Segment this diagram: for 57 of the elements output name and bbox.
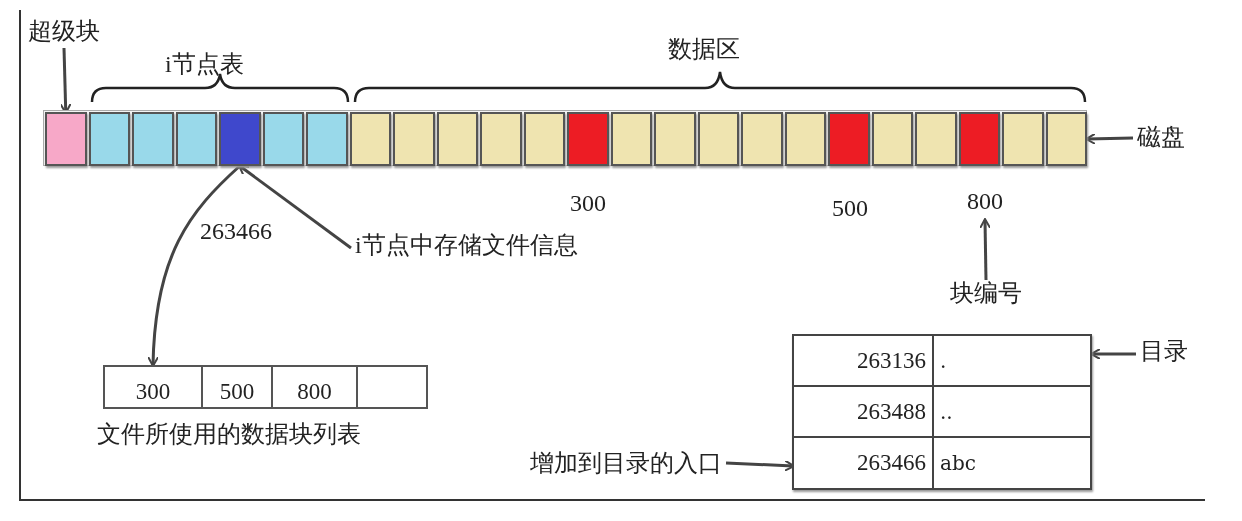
callout-label: 块编号	[950, 280, 1022, 312]
block-number-cell: 300	[103, 365, 203, 409]
disk-block	[393, 112, 435, 166]
callout-label: i节点中存储文件信息	[355, 232, 578, 264]
inode-number: 263136	[794, 336, 934, 385]
disk-block	[45, 112, 87, 166]
arrow	[1090, 348, 1136, 360]
disk-block	[480, 112, 522, 166]
arrow	[147, 164, 241, 367]
arrow	[725, 459, 795, 472]
block-number: 800	[967, 188, 1003, 220]
disk-block	[567, 112, 609, 166]
disk-block	[741, 112, 783, 166]
disk-block	[219, 112, 261, 166]
arrow	[1085, 132, 1134, 145]
inode-number: 263466	[794, 438, 934, 488]
disk-block	[697, 112, 739, 166]
callout-label: 磁盘	[1137, 124, 1185, 154]
block-number: 300	[570, 190, 606, 217]
disk-block	[828, 112, 870, 166]
disk-block	[871, 112, 913, 166]
disk-block	[1045, 112, 1087, 166]
disk-block	[132, 112, 174, 166]
caption: 文件所使用的数据块列表	[97, 420, 361, 449]
disk-block	[915, 112, 957, 166]
region-label: 数据区	[668, 35, 740, 64]
callout-label: 超级块	[28, 18, 100, 48]
arrow	[979, 218, 992, 281]
block-number: 263466	[200, 218, 272, 245]
file-name: abc	[939, 451, 976, 475]
disk-block	[523, 112, 565, 166]
block-number: 500	[832, 195, 868, 222]
callout-label: 增加到目录的入口	[530, 450, 722, 482]
disk-strip	[43, 110, 1087, 166]
disk-block	[175, 112, 217, 166]
file-name: .	[939, 348, 947, 373]
block-number-cell: 500	[203, 365, 273, 409]
block-number-cell: 800	[273, 365, 358, 409]
arrow	[237, 164, 352, 250]
inode-number: 263488	[794, 387, 934, 436]
disk-block	[1002, 112, 1044, 166]
directory-entry-row	[794, 438, 1090, 488]
disk-block	[306, 112, 348, 166]
disk-block	[610, 112, 652, 166]
directory-entry-row	[794, 336, 1090, 387]
callout-label: 目录	[1140, 338, 1188, 370]
disk-block	[436, 112, 478, 166]
directory-entry-row	[794, 387, 1090, 438]
disk-block	[349, 112, 391, 166]
file-name: ..	[939, 399, 953, 424]
region-label: i节点表	[165, 50, 244, 79]
disk-block	[654, 112, 696, 166]
disk-block	[262, 112, 304, 166]
disk-block	[958, 112, 1000, 166]
disk-block	[784, 112, 826, 166]
directory-table	[792, 334, 1092, 490]
disk-block	[88, 112, 130, 166]
